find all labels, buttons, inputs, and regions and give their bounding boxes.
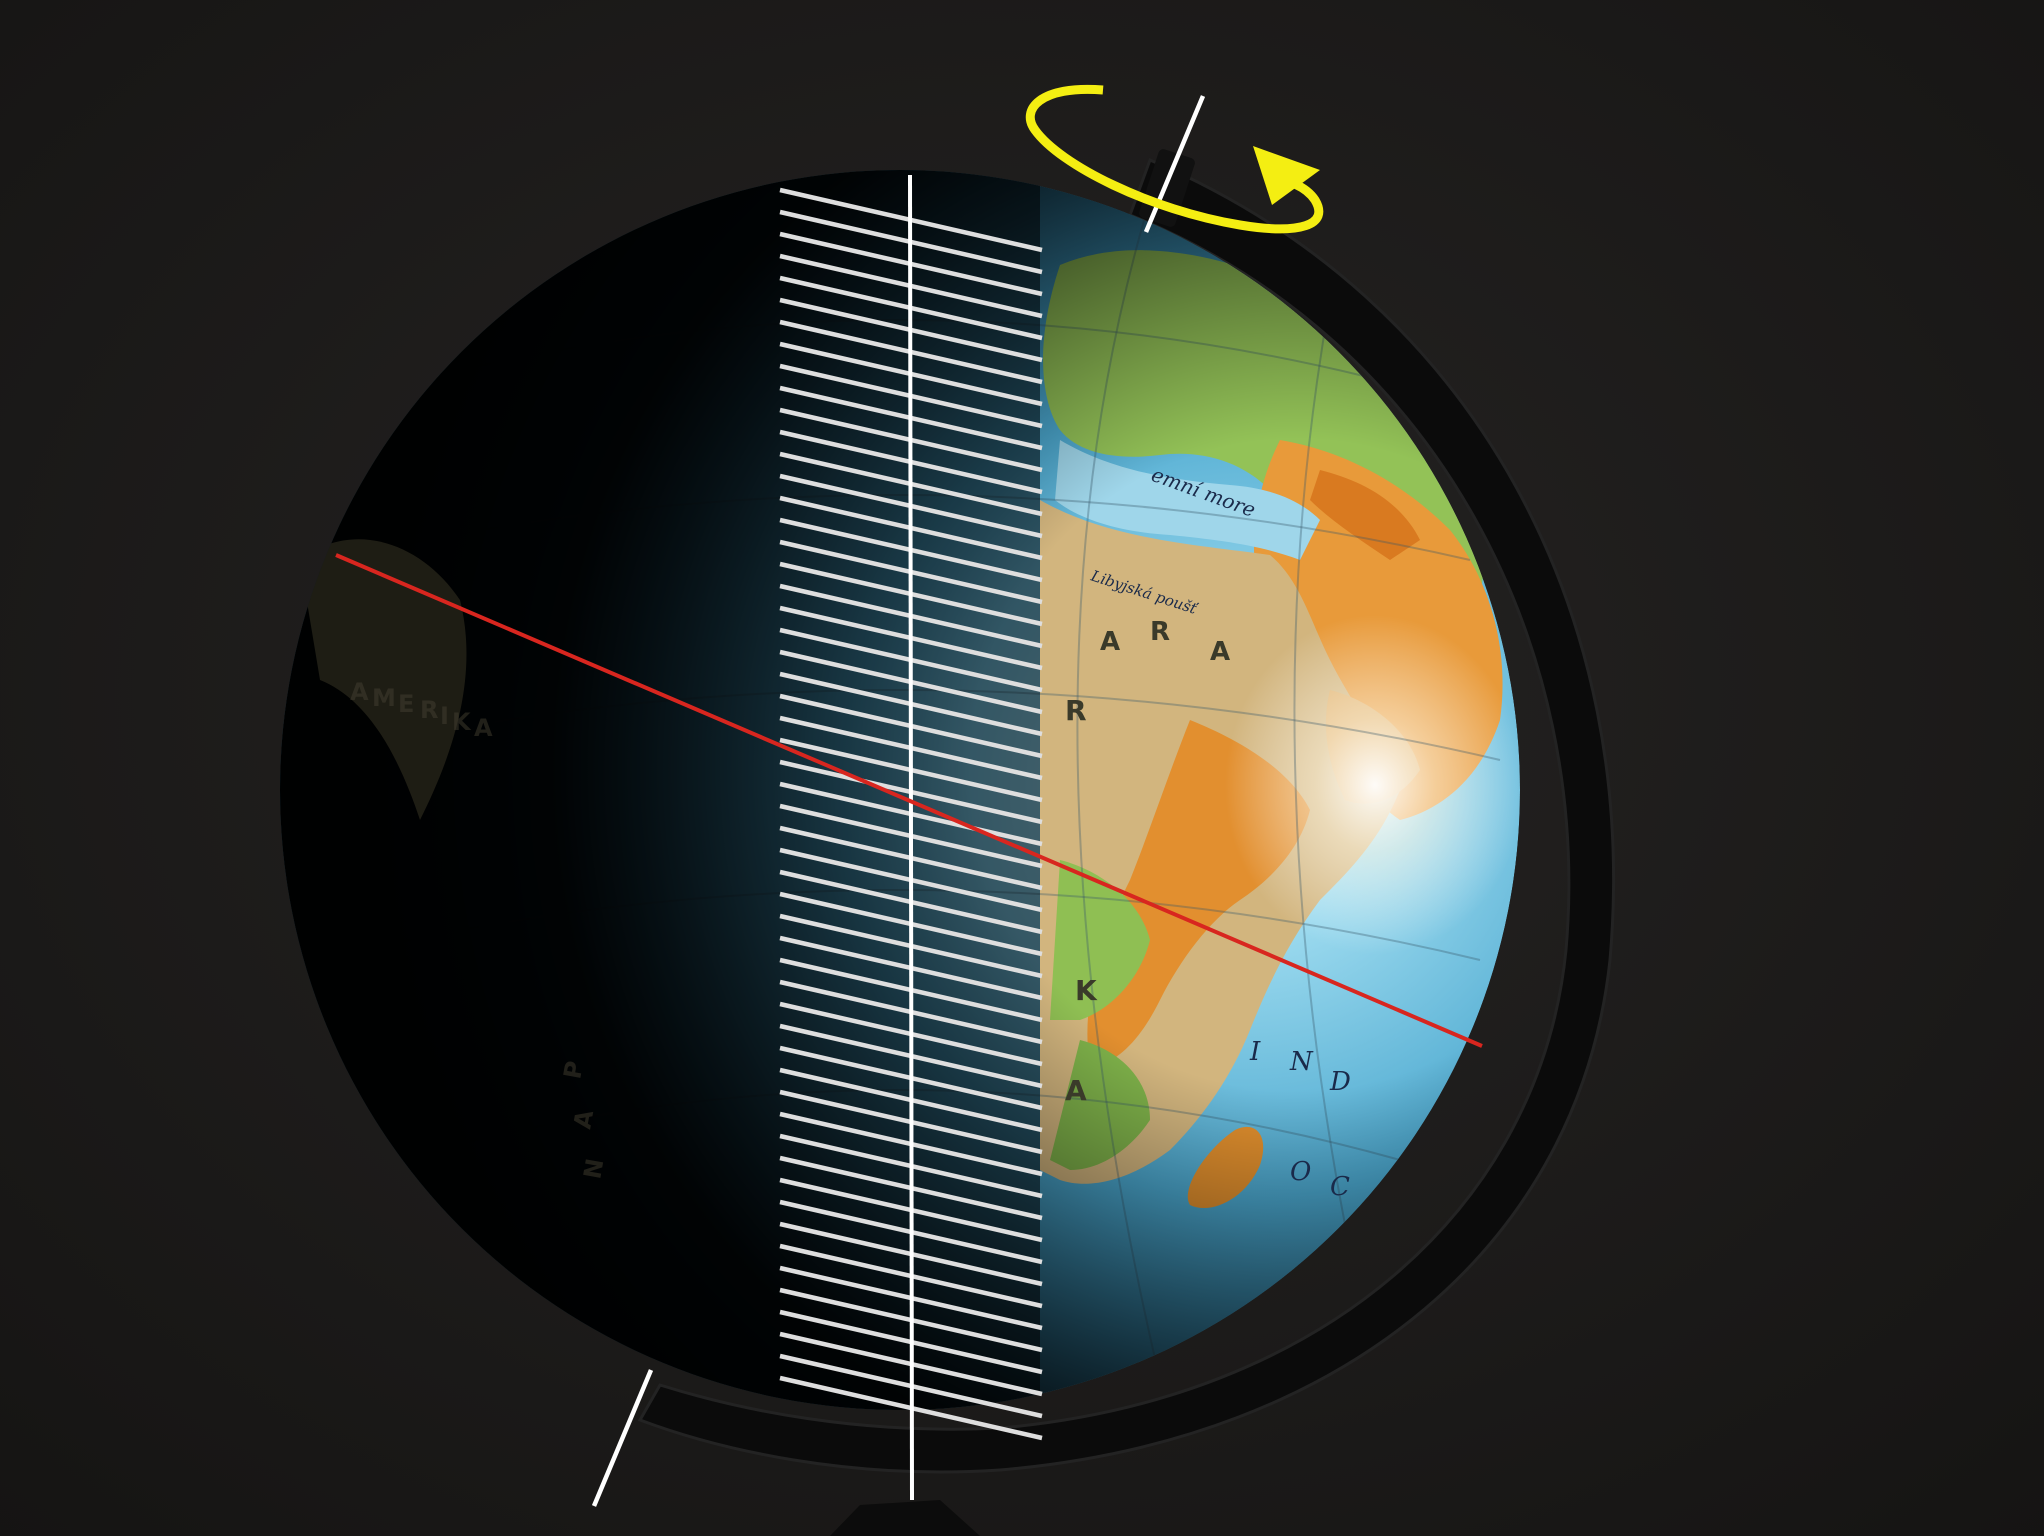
globe-stand-base — [830, 1500, 980, 1536]
map-label-indian-3: D — [1329, 1067, 1351, 1097]
dark-side-labels: A M E R I K A N A P — [350, 678, 609, 1181]
ring-clamp-top — [1139, 149, 1195, 227]
map-label-west-7: A — [474, 714, 493, 742]
map-label-west-3: E — [398, 690, 414, 718]
map-label-indian-1: I — [1249, 1037, 1261, 1067]
map-label-sahara-3: A — [1210, 637, 1230, 667]
map-label-africa-2: K — [1075, 974, 1098, 1007]
map-label-atlantic-1: N — [578, 1156, 609, 1181]
map-label-west-4: R — [420, 696, 438, 724]
map-label-sahara-1: A — [1100, 627, 1120, 657]
map-label-atlantic-3: P — [558, 1059, 589, 1081]
equator-line — [335, 553, 1483, 1048]
meridian-ring — [637, 158, 1615, 1474]
map-label-sahara-2: R — [1150, 617, 1170, 647]
map-label-indian-2: N — [1289, 1047, 1314, 1077]
landmass-americas-dark — [300, 539, 467, 820]
map-label-indian-5: C — [1330, 1172, 1350, 1202]
map-label-west-2: M — [372, 684, 396, 712]
map-label-atlantic-2: A — [568, 1107, 599, 1131]
map-label-africa-1: R — [1065, 694, 1087, 727]
map-label-indian-4: O — [1290, 1157, 1311, 1187]
rotation-arrow-icon — [1025, 84, 1324, 234]
axis-line-top — [1143, 95, 1206, 233]
axis-line-bottom — [591, 1369, 654, 1507]
map-label-africa-3: A — [1065, 1074, 1087, 1107]
map-label-west-6: K — [452, 708, 472, 736]
terminator-line — [908, 174, 914, 1501]
map-label-west-5: I — [440, 702, 449, 730]
map-label-west-1: A — [350, 678, 369, 706]
